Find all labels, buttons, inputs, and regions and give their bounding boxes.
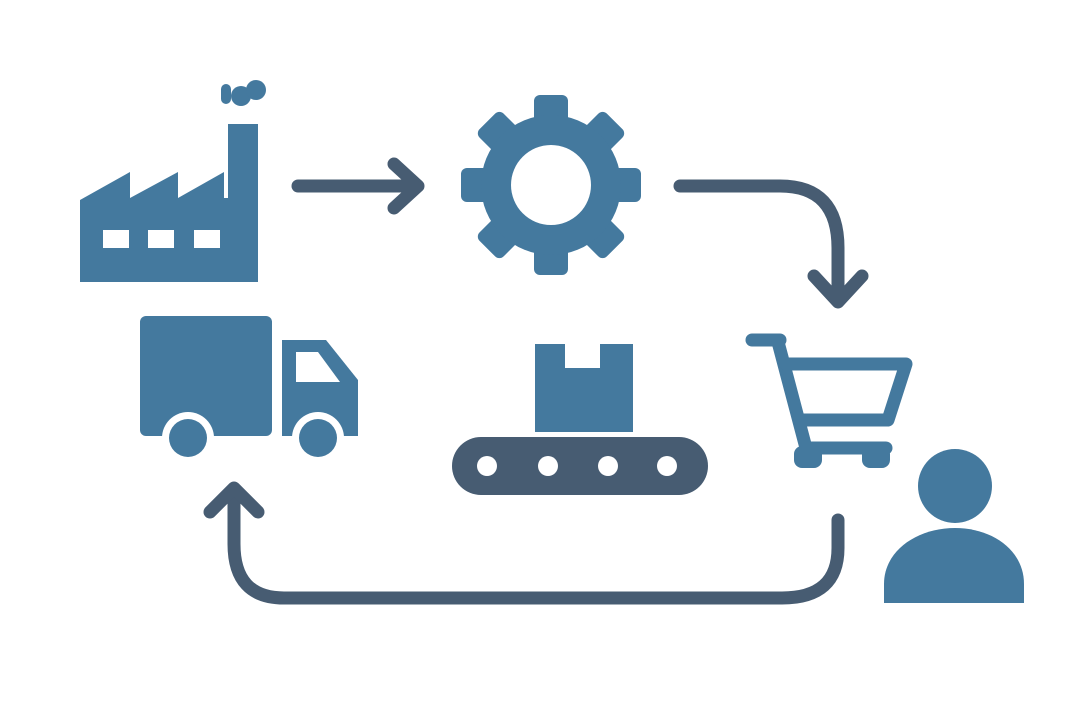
user-icon (884, 449, 1024, 603)
flow-arrow-factory-to-gear (291, 157, 425, 215)
shopping-cart-icon (745, 333, 913, 468)
gear-icon (461, 95, 641, 275)
factory-icon (80, 80, 266, 282)
flow-arrow-gear-to-cart (673, 179, 869, 309)
flow-arrow-return-to-truck (203, 481, 845, 605)
conveyor-belt-box-icon (452, 344, 708, 495)
delivery-truck-icon (140, 316, 358, 464)
